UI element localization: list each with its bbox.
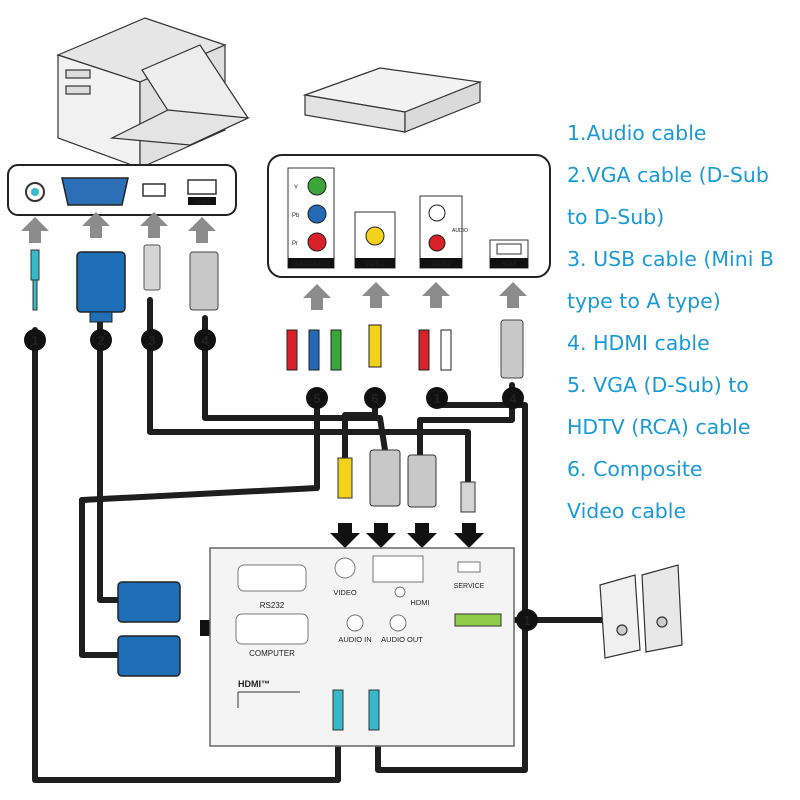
audio-out-label: AUDIO OUT	[381, 635, 423, 644]
svg-text:4: 4	[201, 333, 209, 348]
legend-line: type to A type)	[567, 289, 721, 313]
legend-line: HDTV (RCA) cable	[567, 415, 751, 439]
audio-jacks	[332, 613, 502, 731]
vga-connectors	[117, 581, 181, 677]
hdmi-cable-4a	[202, 315, 388, 453]
marker-audio-1c: 1	[516, 609, 538, 631]
audio-label: AUDIO	[452, 228, 468, 234]
usb-cable-3	[147, 297, 471, 488]
component-pr-label: Pr	[292, 241, 298, 247]
component-cable-5	[79, 397, 320, 503]
marker-audio-1: 1	[24, 329, 46, 351]
marker-vga-2: 2	[90, 329, 112, 351]
dvd-player-illustration	[302, 67, 483, 133]
projector-plugs	[337, 449, 476, 513]
speakers-illustration	[599, 564, 683, 659]
svg-text:1: 1	[31, 333, 38, 348]
legend-line: 6. Composite	[567, 457, 703, 481]
computer-illustration	[56, 17, 251, 169]
cable-markers: 1 2 3 4 5 6 1 4 1	[24, 329, 538, 631]
vga-plug	[76, 251, 126, 313]
cables	[32, 297, 608, 783]
service-label: SERVICE	[454, 583, 485, 590]
legend-line: 4. HDMI cable	[567, 331, 710, 355]
component-y-label: Y	[294, 185, 298, 191]
legend-line: to D-Sub)	[567, 205, 665, 229]
marker-hdmi-4: 4	[194, 329, 216, 351]
vga-cable-2b	[79, 497, 121, 658]
marker-audio-1b: 1	[426, 387, 448, 409]
usb-port-icon	[142, 183, 166, 197]
hdmi-logo: HDMI™	[238, 679, 270, 689]
svg-text:2: 2	[97, 333, 104, 348]
av-port-panel: Y Pb Pr COMPONENT VIDEO AUDIO VIDEO HDMI	[267, 154, 551, 278]
av-hdmi-label: HDMI	[501, 262, 517, 268]
source-port-panel: HDMI	[7, 164, 237, 216]
legend-line: 1.Audio cable	[567, 121, 707, 145]
source-plugs	[30, 244, 219, 323]
component-label: COMPONENT	[292, 262, 331, 268]
projector-hdmi-label: HDMI	[410, 598, 429, 607]
component-pb-label: Pb	[292, 213, 300, 219]
marker-hdmi-4b: 4	[502, 387, 524, 409]
vga-cable-2	[97, 317, 121, 603]
svg-text:1: 1	[523, 613, 530, 628]
video-label-2: VIDEO	[432, 262, 451, 268]
marker-component-5: 5	[306, 387, 328, 409]
vga-port-icon	[61, 177, 129, 206]
legend-line: 3. USB cable (Mini B	[567, 247, 774, 271]
svg-text:4: 4	[509, 391, 517, 406]
projector-panel: RS232 COMPUTER VIDEO HDMI SERVICE AUDIO …	[209, 547, 515, 747]
hdmi-plug	[189, 251, 219, 311]
projector-video-label: VIDEO	[333, 588, 357, 597]
marker-composite-6: 6	[364, 387, 386, 409]
source-hdmi-label: HDMI	[195, 200, 210, 206]
usb-plug	[143, 244, 161, 291]
rs232-label: RS232	[260, 601, 285, 610]
svg-text:3: 3	[148, 333, 155, 348]
hdmi-port-icon	[187, 179, 217, 195]
computer-label: COMPUTER	[249, 649, 295, 658]
svg-text:1: 1	[433, 391, 440, 406]
audio-in-label: AUDIO IN	[338, 635, 371, 644]
video-label-1: VIDEO	[366, 262, 385, 268]
audio-cable-1	[32, 327, 341, 783]
legend-line: 2.VGA cable (D-Sub	[567, 163, 769, 187]
svg-text:5: 5	[313, 391, 320, 406]
cable-legend: 1.Audio cable 2.VGA cable (D-Sub to D-Su…	[567, 112, 797, 532]
marker-usb-3: 3	[141, 329, 163, 351]
legend-line: Video cable	[567, 499, 687, 523]
legend-line: 5. VGA (D-Sub) to	[567, 373, 749, 397]
rca-plugs	[286, 319, 524, 379]
svg-text:6: 6	[371, 391, 378, 406]
